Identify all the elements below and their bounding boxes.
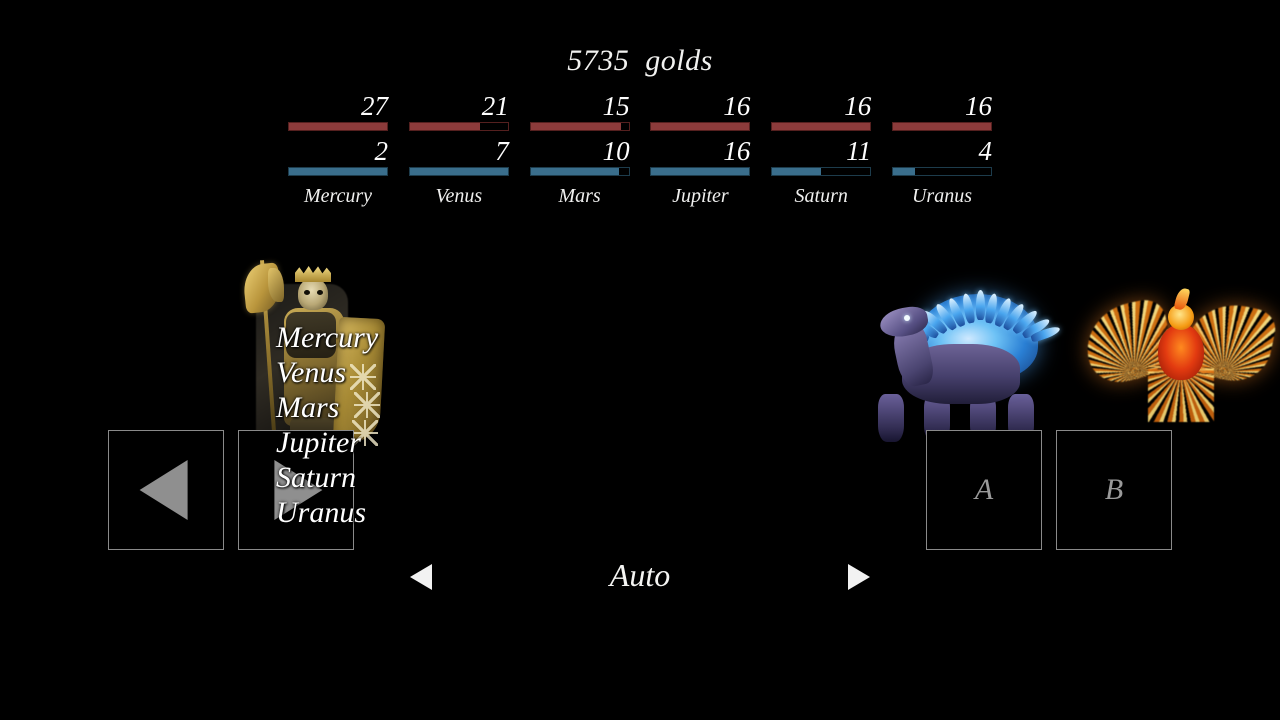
slot-a-label: A: [974, 473, 994, 506]
triangle-left-icon: [139, 460, 188, 520]
slot-b-button[interactable]: B: [1056, 430, 1172, 550]
red-stat-bar: [408, 122, 509, 131]
blue-stat-bar: [891, 167, 992, 176]
blue-stat-bar: [529, 167, 630, 176]
planet-list-item[interactable]: Venus: [276, 356, 346, 389]
slot-a-button[interactable]: A: [926, 430, 1042, 550]
planet-name-label: Mars: [558, 185, 601, 207]
blue-stat-value: 10: [602, 136, 630, 166]
planet-list-item[interactable]: Mars: [276, 391, 340, 424]
blue-stat-value: 2: [374, 136, 389, 166]
red-stat-bar: [650, 122, 751, 131]
previous-button[interactable]: [108, 430, 224, 550]
red-stat-bar: [891, 122, 992, 131]
warrior-torso-armor: [286, 312, 336, 358]
planet-name-label: Uranus: [911, 185, 972, 207]
blue-stat-value: 16: [723, 136, 751, 166]
blue-stat-bar: [408, 167, 509, 176]
red-stat-value: 15: [602, 91, 630, 121]
planet-name-label: Mercury: [303, 185, 373, 207]
red-stat-value: 16: [964, 91, 992, 121]
shield-star-icon: [354, 392, 380, 418]
blue-stat-bar: [288, 167, 388, 176]
blue-stat-bar-fill: [409, 168, 508, 175]
planet-list-item[interactable]: Jupiter: [276, 426, 361, 459]
blue-stat-value: 11: [846, 136, 872, 166]
phoenix-sprite: [1079, 282, 1279, 422]
crystal-tortoise-sprite: [866, 284, 1062, 442]
blue-stat-bar: [771, 167, 872, 176]
blue-stat-bar-fill: [530, 168, 619, 175]
triangle-right-icon: [274, 460, 323, 520]
red-stat-bar-fill: [892, 123, 991, 130]
next-button[interactable]: [238, 430, 354, 550]
warrior-eye-right: [317, 290, 323, 295]
blue-stat-value: 7: [495, 136, 509, 166]
phoenix-body: [1158, 324, 1204, 380]
blue-stat-value: 4: [978, 136, 992, 166]
red-stat-value: 16: [723, 91, 751, 121]
red-stat-value: 27: [361, 91, 388, 121]
red-stat-bar: [771, 122, 872, 131]
blue-stat-bar: [650, 167, 751, 176]
auto-prev-triangle-left-icon[interactable]: [410, 564, 432, 590]
shield-star-icon: [350, 364, 376, 390]
gold-counter: 5735 golds: [567, 44, 713, 77]
planet-list-item[interactable]: Mercury: [276, 321, 379, 354]
warrior-axe-blade-secondary: [268, 268, 284, 302]
planet-list-item[interactable]: Uranus: [276, 496, 367, 529]
blue-stat-bar-fill: [289, 168, 387, 175]
red-stat-bar-fill: [289, 123, 387, 130]
tortoise-spike: [975, 290, 985, 320]
blue-stat-bar-fill: [651, 168, 750, 175]
tortoise-eye: [904, 315, 910, 321]
red-stat-value: 21: [481, 91, 509, 121]
warrior-skull: [298, 278, 328, 310]
red-stat-bar-fill: [409, 123, 481, 130]
red-stat-value: 16: [844, 91, 872, 121]
blue-stat-bar-fill: [772, 168, 822, 175]
red-stat-bar-fill: [530, 123, 621, 130]
red-stat-bar-fill: [772, 123, 871, 130]
tortoise-leg: [878, 394, 904, 442]
slot-b-label: B: [1104, 473, 1124, 506]
auto-mode-label: Auto: [609, 557, 671, 593]
planet-name-label: Jupiter: [672, 185, 729, 207]
shield-star-icon: [352, 420, 378, 446]
blue-stat-bar-fill: [892, 168, 915, 175]
red-stat-bar: [529, 122, 630, 131]
auto-mode-selector: Auto: [390, 552, 890, 600]
warrior-crown: [295, 266, 331, 282]
planet-list-item[interactable]: Saturn: [276, 461, 357, 494]
red-stat-bar: [288, 122, 388, 131]
warrior-eye-left: [304, 290, 310, 295]
planet-name-label: Venus: [435, 185, 483, 207]
planet-name-label: Saturn: [794, 185, 848, 207]
auto-next-triangle-right-icon[interactable]: [848, 564, 870, 590]
red-stat-bar-fill: [651, 123, 750, 130]
